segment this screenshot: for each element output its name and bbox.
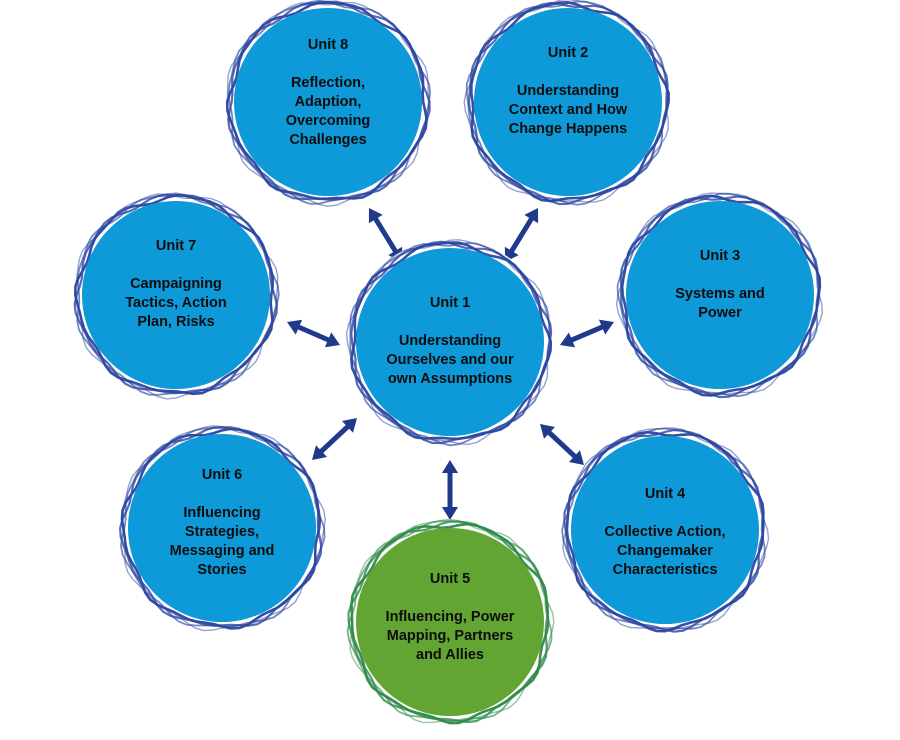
unit-6-label: Unit 6 Influencing Strategies, Messaging…	[137, 466, 307, 580]
unit-1-circle	[345, 239, 553, 447]
arrow-unit-4-to-unit-1	[540, 424, 584, 465]
unit-8-title: Unit 8	[307, 37, 349, 53]
unit-5-title: Unit 5	[429, 571, 471, 587]
unit-1-title: Unit 1	[429, 295, 471, 311]
arrow-unit-3-to-unit-1	[560, 319, 614, 348]
unit-7-title: Unit 7	[155, 238, 197, 254]
arrow-unit-7-to-unit-1	[287, 319, 340, 348]
unit-5-fill	[356, 528, 544, 716]
arrow-unit-6-to-unit-1	[312, 418, 357, 460]
unit-3-description: Systems and Power	[675, 286, 765, 321]
unit-6-fill	[128, 434, 316, 622]
arrow-unit-5-to-unit-1	[441, 460, 459, 520]
unit-4-circle	[561, 427, 770, 633]
unit-2-fill	[474, 8, 662, 196]
unit-4-title: Unit 4	[644, 486, 686, 502]
unit-7-fill	[82, 201, 270, 389]
unit-4-description: Collective Action, Changemaker Character…	[604, 524, 726, 578]
unit-7-label: Unit 7 Campaigning Tactics, Action Plan,…	[91, 237, 261, 332]
unit-8-fill	[234, 8, 422, 196]
unit-1-fill	[356, 248, 544, 436]
unit-3-title: Unit 3	[699, 248, 741, 264]
unit-6-title: Unit 6	[201, 467, 243, 483]
unit-7-circle	[73, 192, 280, 400]
unit-6-circle	[118, 425, 326, 632]
unit-5-description: Influencing, Power Mapping, Partners and…	[385, 609, 515, 663]
unit-2-circle	[463, 0, 671, 206]
unit-4-label: Unit 4 Collective Action, Changemaker Ch…	[580, 485, 750, 580]
unit-3-label: Unit 3 Systems and Power	[635, 247, 805, 323]
unit-1-description: Understanding Ourselves and our own Assu…	[386, 333, 514, 387]
unit-8-description: Reflection, Adaption, Overcoming Challen…	[285, 75, 371, 148]
unit-6-description: Influencing Strategies, Messaging and St…	[169, 505, 275, 578]
unit-2-description: Understanding Context and How Change Hap…	[508, 83, 628, 137]
unit-4-fill	[571, 436, 759, 624]
unit-1-label: Unit 1 Understanding Ourselves and our o…	[365, 294, 535, 389]
unit-3-fill	[626, 201, 814, 389]
unit-8-circle	[225, 0, 432, 208]
unit-5-label: Unit 5 Influencing, Power Mapping, Partn…	[365, 570, 535, 665]
unit-7-description: Campaigning Tactics, Action Plan, Risks	[125, 276, 227, 330]
unit-5-circle	[346, 518, 555, 725]
unit-3-circle	[615, 192, 824, 399]
unit-2-title: Unit 2	[547, 45, 589, 61]
arrow-unit-2-to-unit-1	[504, 208, 539, 262]
unit-2-label: Unit 2 Understanding Context and How Cha…	[483, 44, 653, 139]
unit-8-label: Unit 8 Reflection, Adaption, Overcoming …	[243, 36, 413, 150]
